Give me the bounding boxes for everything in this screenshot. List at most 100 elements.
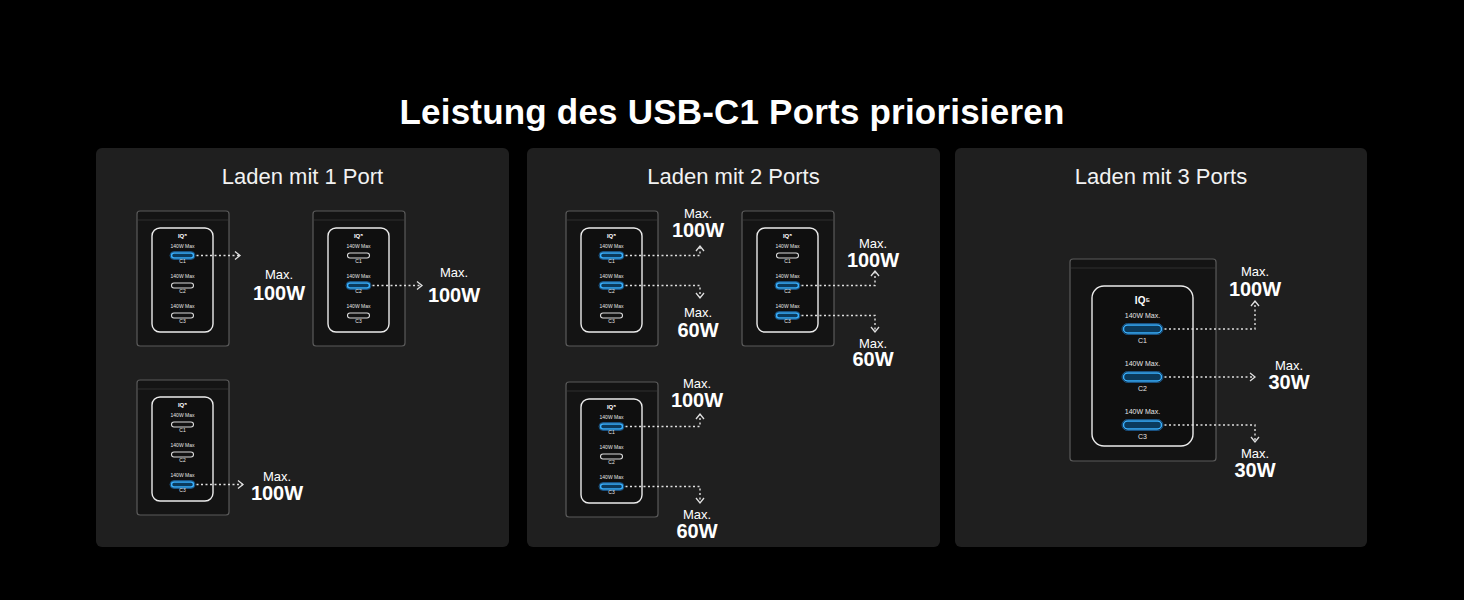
port-rating: 140W Max xyxy=(581,244,642,250)
port-name: C3 xyxy=(581,490,642,496)
brand-logo: IQ⁵ xyxy=(328,233,389,240)
usb-c-port xyxy=(172,313,194,318)
port-name: C1 xyxy=(1092,337,1193,345)
port-rating: 140W Max xyxy=(152,443,213,449)
usb-c-port xyxy=(172,283,194,288)
port-name: C3 xyxy=(152,319,213,325)
port-rating: 140W Max xyxy=(581,475,642,481)
port-rating: 140W Max xyxy=(328,274,389,280)
brand-logo: IQ⁵ xyxy=(152,233,213,240)
arrow-head xyxy=(238,481,243,489)
arrow-head xyxy=(1251,437,1259,442)
power-value: 60W xyxy=(852,349,893,369)
leader-line xyxy=(373,285,423,286)
power-value: 100W xyxy=(847,250,899,270)
leader-line xyxy=(626,414,701,427)
usb-c-port xyxy=(348,283,370,288)
port-name: C3 xyxy=(581,319,642,325)
arrow-head xyxy=(871,327,879,332)
leader-line xyxy=(197,484,244,485)
charger-face xyxy=(152,228,213,332)
panel-ground xyxy=(955,148,1367,547)
panel-heading: Laden mit 1 Port xyxy=(96,164,509,190)
power-value: 100W xyxy=(428,285,480,305)
max-label: Max. xyxy=(859,237,887,250)
usb-c-port xyxy=(777,313,799,318)
power-value: 100W xyxy=(253,283,305,303)
leader-line xyxy=(1165,376,1256,377)
port-rating: 140W Max. xyxy=(1092,408,1193,416)
port-name: C2 xyxy=(152,289,213,295)
charger-box: IQ⁵140W MaxC1140W MaxC2140W MaxC3 xyxy=(742,211,834,346)
usb-c-port xyxy=(777,253,799,258)
usb-c-port xyxy=(601,253,623,258)
usb-c-port xyxy=(601,454,623,459)
port-rating: 140W Max xyxy=(152,413,213,419)
port-name: C1 xyxy=(152,259,213,265)
usb-c-port xyxy=(1124,421,1162,429)
brand-logo: IQ⁵ xyxy=(757,233,818,240)
port-rating: 140W Max xyxy=(581,304,642,310)
charger-body xyxy=(566,211,658,346)
charger-box: IQ⁵140W MaxC1140W MaxC2140W MaxC3 xyxy=(566,211,658,346)
leader-line xyxy=(626,286,701,299)
port-name: C1 xyxy=(328,259,389,265)
port-rating: 140W Max. xyxy=(1092,360,1193,368)
port-name: C3 xyxy=(1092,433,1193,441)
brand-logo: IQ⁵ xyxy=(1092,295,1193,307)
panel-ground xyxy=(96,148,509,547)
power-value: 30W xyxy=(1234,460,1275,480)
power-value: 100W xyxy=(671,390,723,410)
charger-face xyxy=(757,228,818,332)
charger-box: IQ⁵140W MaxC1140W MaxC2140W MaxC3 xyxy=(137,380,229,515)
usb-c-port xyxy=(172,482,194,487)
panel-ground xyxy=(527,148,940,547)
power-value: 60W xyxy=(677,320,718,340)
port-name: C2 xyxy=(328,289,389,295)
leader-line xyxy=(802,316,876,333)
port-rating: 140W Max xyxy=(152,244,213,250)
usb-c-port xyxy=(777,283,799,288)
port-rating: 140W Max xyxy=(328,244,389,250)
max-label: Max. xyxy=(265,268,293,281)
max-label: Max. xyxy=(263,470,291,483)
charger-body xyxy=(742,211,834,346)
charger-edge xyxy=(567,391,657,392)
port-glow xyxy=(1122,420,1163,431)
max-label: Max. xyxy=(859,337,887,350)
usb-c-port xyxy=(1124,325,1162,333)
port-rating: 140W Max xyxy=(757,274,818,280)
max-label: Max. xyxy=(684,207,712,220)
usb-c-port xyxy=(172,253,194,258)
charger-body xyxy=(566,382,658,517)
port-name: C3 xyxy=(328,319,389,325)
port-name: C1 xyxy=(581,259,642,265)
arrow-head xyxy=(1251,301,1259,306)
port-rating: 140W Max. xyxy=(1092,312,1193,320)
port-name: C2 xyxy=(757,289,818,295)
charger-edge xyxy=(314,220,404,221)
leader-line xyxy=(197,255,241,256)
panel-heading: Laden mit 3 Ports xyxy=(955,164,1367,190)
leader-line xyxy=(1165,425,1256,442)
arrow-head xyxy=(235,252,240,260)
usb-c-port xyxy=(172,422,194,427)
leader-line xyxy=(1165,301,1256,329)
port-rating: 140W Max xyxy=(152,473,213,479)
brand-logo: IQ⁵ xyxy=(152,402,213,409)
charger-body xyxy=(1070,259,1216,461)
port-rating: 140W Max xyxy=(581,415,642,421)
port-rating: 140W Max xyxy=(581,274,642,280)
charger-edge xyxy=(138,220,228,221)
charger-box: IQ⁵140W MaxC1140W MaxC2140W MaxC3 xyxy=(566,382,658,517)
port-name: C1 xyxy=(757,259,818,265)
port-rating: 140W Max xyxy=(581,445,642,451)
port-name: C3 xyxy=(152,488,213,494)
panel-heading: Laden mit 2 Ports xyxy=(527,164,940,190)
max-label: Max. xyxy=(1275,359,1303,372)
charger-edge xyxy=(1071,268,1215,269)
charger-box: IQ⁵140W Max.C1140W Max.C2140W Max.C3 xyxy=(1070,259,1216,461)
port-name: C1 xyxy=(152,428,213,434)
charger-box: IQ⁵140W MaxC1140W MaxC2140W MaxC3 xyxy=(313,211,405,346)
usb-c-port xyxy=(348,313,370,318)
